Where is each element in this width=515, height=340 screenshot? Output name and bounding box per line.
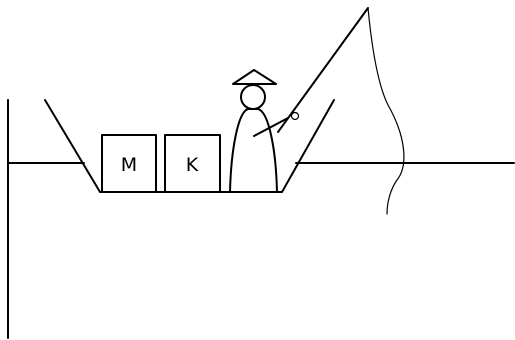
fishing-line <box>368 8 404 214</box>
crate-k: K <box>165 135 220 192</box>
crate-m: M <box>102 135 156 192</box>
fisherman-body <box>230 109 277 192</box>
crate-m-label: M <box>121 154 137 176</box>
fishing-rod-pole <box>278 8 368 132</box>
fisherman-head <box>241 85 265 109</box>
fishing-rod <box>278 8 368 132</box>
crate-k-label: K <box>186 154 199 176</box>
fisherman-hat <box>233 70 276 84</box>
fishing-reel <box>292 113 299 120</box>
